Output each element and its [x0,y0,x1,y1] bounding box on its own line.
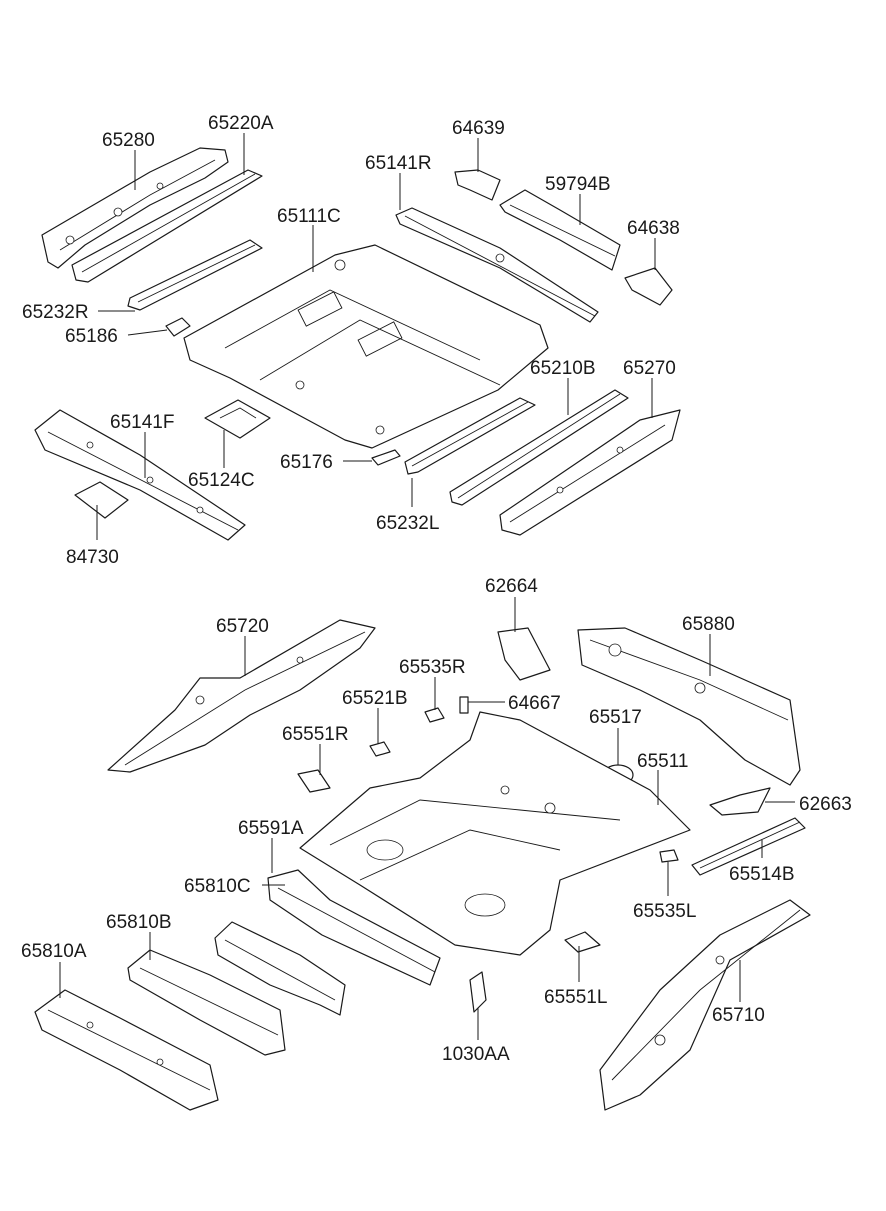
part-65710[interactable] [599,899,811,1111]
label-65591A: 65591A [238,818,304,839]
label-65880: 65880 [682,614,735,635]
part-64639[interactable] [454,169,501,201]
label-59794B: 59794B [545,174,611,195]
part-65176[interactable] [371,449,401,466]
label-65551R: 65551R [282,724,349,745]
part-65186[interactable] [165,317,191,337]
label-65141F: 65141F [110,412,174,433]
part-65270[interactable] [499,409,681,536]
label-65186: 65186 [65,326,118,347]
label-65710: 65710 [712,1005,765,1026]
label-65810A: 65810A [21,941,87,962]
label-65810B: 65810B [106,912,172,933]
part-84730[interactable] [74,481,129,519]
label-65124C: 65124C [188,470,255,491]
label-1030AA: 1030AA [442,1044,510,1065]
leader-lines [59,133,795,1040]
label-65280: 65280 [102,130,155,151]
part-65280[interactable] [41,147,229,269]
label-65511: 65511 [637,751,688,772]
part-65810B[interactable] [127,949,286,1056]
part-65810A[interactable] [34,989,219,1111]
label-64638: 64638 [627,218,680,239]
part-65535R[interactable] [424,707,445,723]
part-64638[interactable] [624,267,673,306]
label-64667: 64667 [508,693,561,714]
part-65220A[interactable] [71,169,263,283]
label-65141R: 65141R [365,153,432,174]
label-84730: 84730 [66,547,119,568]
label-65176: 65176 [280,452,333,473]
part-64667[interactable] [459,696,469,714]
part-65551L[interactable] [564,931,601,953]
part-1030AA[interactable] [469,971,487,1013]
part-65514B[interactable] [691,817,806,876]
part-59794B[interactable] [499,189,621,271]
part-62663[interactable] [709,787,771,816]
part-65141R[interactable] [395,207,599,323]
label-62664: 62664 [485,576,538,597]
part-65591A[interactable] [267,869,441,986]
label-65535R: 65535R [399,657,466,678]
part-65232R[interactable] [127,239,263,311]
label-65720: 65720 [216,616,269,637]
label-65210B: 65210B [530,358,596,379]
part-65535L[interactable] [659,849,679,863]
label-65551L: 65551L [544,987,607,1008]
label-65111C: 65111C [277,206,341,227]
label-65232R: 65232R [22,302,89,323]
label-65535L: 65535L [633,901,696,922]
label-64639: 64639 [452,118,505,139]
label-65810C: 65810C [184,876,251,897]
part-62664[interactable] [497,627,551,681]
label-65517: 65517 [589,707,642,728]
label-62663: 62663 [799,794,852,815]
part-65111C[interactable] [183,244,549,449]
label-65220A: 65220A [208,113,274,134]
part-65880[interactable] [577,627,801,786]
part-65232L[interactable] [449,389,629,506]
part-65124C[interactable] [204,399,271,439]
label-65514B: 65514B [729,864,795,885]
part-65141F[interactable] [34,409,246,541]
part-65521B[interactable] [369,741,391,757]
part-65511[interactable] [299,711,691,956]
label-65521B: 65521B [342,688,408,709]
part-65810C[interactable] [214,921,346,1016]
part-65551R[interactable] [297,769,331,793]
label-65270: 65270 [623,358,676,379]
label-65232L: 65232L [376,513,439,534]
part-65720[interactable] [107,619,376,773]
part-65210B[interactable] [404,397,536,475]
